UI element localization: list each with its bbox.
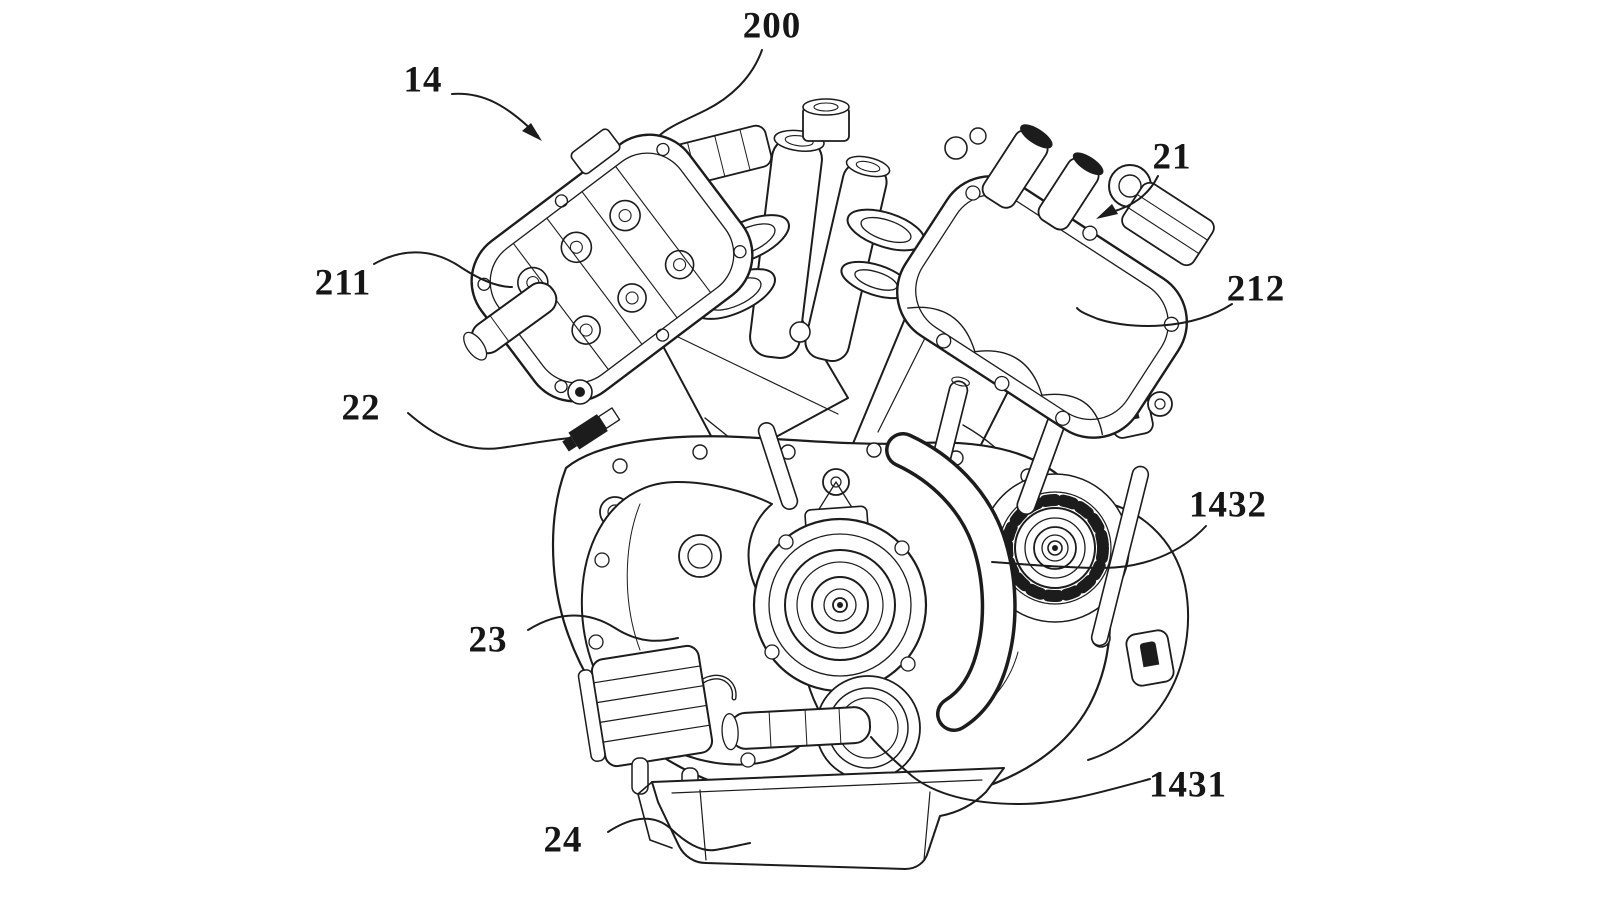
ref-label-23: 23: [468, 619, 508, 661]
arrowhead-14-icon: [522, 123, 542, 141]
leader-line-212: [1076, 303, 1233, 327]
leader-line-1432: [991, 525, 1207, 569]
ref-label-1431: 1431: [1149, 764, 1227, 806]
ref-label-21: 21: [1152, 136, 1192, 178]
cover-bolt-center: [575, 387, 585, 397]
oil-pan: [637, 767, 1005, 870]
ref-label-211: 211: [314, 262, 372, 304]
leader-lines: [373, 49, 1233, 852]
left-valve-cover: [470, 128, 754, 403]
leader-line-200: [659, 49, 763, 136]
ignition-coils: [944, 124, 1215, 267]
ref-label-14: 14: [403, 59, 443, 101]
leader-line-23: [527, 614, 679, 642]
cam-chain-sprocket: [980, 473, 1130, 623]
leader-line-1431: [870, 736, 1151, 805]
right-valve-cover: [895, 175, 1189, 439]
water-pump: [692, 674, 921, 781]
ref-label-24: 24: [543, 819, 583, 861]
leader-line-22: [407, 412, 571, 450]
ref-label-212: 212: [1226, 268, 1286, 310]
leader-line-24: [607, 817, 751, 852]
cylinder-sensor: [562, 407, 621, 452]
ref-label-1432: 1432: [1189, 484, 1267, 526]
ref-label-200: 200: [742, 5, 802, 47]
generator-cover: [752, 517, 928, 693]
leader-line-211: [373, 251, 513, 288]
coolant-hose: [885, 432, 1017, 732]
ref-label-22: 22: [341, 387, 381, 429]
starter-motor: [577, 644, 714, 801]
arrowhead-21-icon: [1096, 204, 1118, 219]
spark-plug-tube: [463, 281, 558, 361]
leader-line-21: [1111, 175, 1159, 213]
